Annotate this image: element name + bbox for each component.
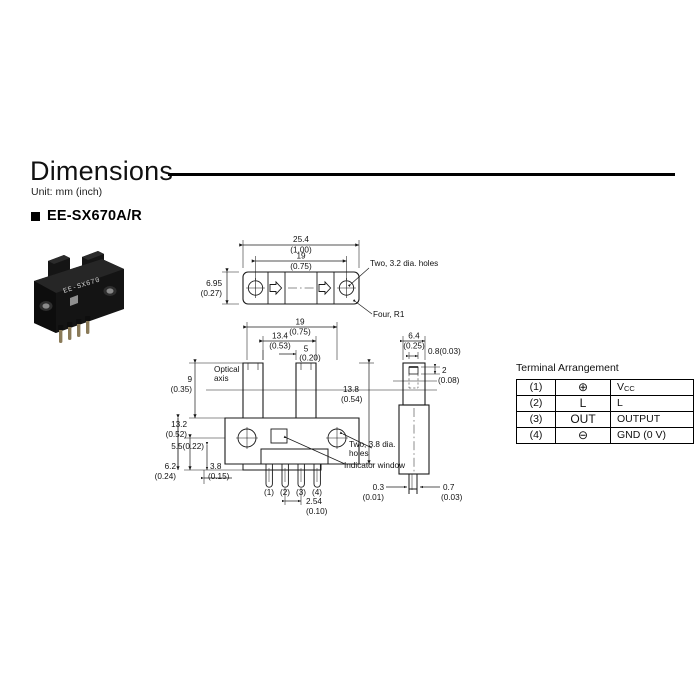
dim-13-8-mm: 13.8 — [343, 385, 359, 394]
terminal-arrangement: Terminal Arrangement (1) ⊕ VCC (2) L L (3) OUT O… — [516, 362, 694, 444]
dim-6-95-inch: (0.27) — [201, 289, 223, 298]
terminal-number: (1) — [516, 379, 556, 396]
side-view: 6.4 (0.25) 0.8(0.03) 2 (0.08) 0.3 (0.01)… — [363, 332, 463, 503]
front-view: (1) (2) (3) (4) 19 (0.75) 13.4 (0.53) 5 … — [155, 318, 437, 516]
note-optical-axis-line2: axis — [214, 374, 229, 383]
dim-19-mm: 19 — [296, 252, 306, 261]
terminal-name: GND (0 V) — [610, 427, 694, 444]
terminal-name: L — [610, 395, 694, 412]
dim-5-inch: (0.20) — [299, 354, 321, 363]
out-text: OUT — [555, 411, 611, 428]
dim-3-8-inch: (0.15) — [208, 472, 230, 481]
terminal-symbol-glyph: OUT — [570, 411, 596, 426]
terminal-name-base: V — [617, 380, 625, 393]
dim-0-3-inch: (0.01) — [363, 493, 385, 502]
pin-label-4: (4) — [312, 488, 322, 497]
dim-6-2-inch: (0.24) — [155, 472, 177, 481]
note-holes-3-8-line2: holes — [349, 449, 369, 458]
dim-0-8: 0.8(0.03) — [428, 347, 461, 356]
dim-13-4-inch: (0.53) — [269, 342, 291, 351]
sensor-body-illustration: EE-SX670 — [34, 251, 124, 343]
dim-13-2-inch: (0.52) — [166, 430, 188, 439]
dim-5-mm: 5 — [304, 345, 309, 354]
terminal-symbol-glyph: ⊕ — [577, 379, 589, 394]
page-title: Dimensions — [30, 156, 174, 186]
terminal-row: (3) OUT OUTPUT — [516, 411, 694, 428]
terminal-symbol-glyph: L — [579, 395, 587, 410]
note-four-r1: Four, R1 — [373, 310, 405, 319]
model-label: EE-SX670A/R — [47, 208, 142, 224]
terminal-name: OUTPUT — [610, 411, 694, 428]
dim-3-8-mm: 3.8 — [210, 462, 222, 471]
note-holes-3-2: Two, 3.2 dia. holes — [370, 259, 438, 268]
filled-square-icon — [31, 211, 40, 221]
model-heading: EE-SX670A/R — [31, 208, 142, 224]
terminal-symbol-glyph: ⊖ — [577, 427, 589, 442]
dim-25-4-mm: 25.4 — [293, 235, 309, 244]
dim-front-19-inch: (0.75) — [289, 328, 311, 337]
terminal-name-base: L — [617, 397, 623, 409]
dim-front-19-mm: 19 — [295, 318, 305, 327]
terminal-name-subscript: CC — [624, 383, 635, 393]
terminal-number: (2) — [516, 395, 556, 412]
note-optical-axis-line1: Optical — [214, 365, 240, 374]
dim-5-5: 5.5(0.22) — [171, 442, 204, 451]
dim-2-mm: 2 — [442, 366, 447, 375]
dim-2-54-inch: (0.10) — [306, 507, 328, 516]
terminal-name: VCC — [610, 379, 694, 396]
dim-6-4-inch: (0.25) — [403, 342, 425, 351]
terminal-table: (1) ⊕ VCC (2) L L (3) OUT OUTPUT (4) ⊖ GND (0 V) — [516, 379, 694, 444]
terminal-number: (3) — [516, 411, 556, 428]
dim-25-4-inch: (1.00) — [290, 246, 312, 255]
terminal-arrangement-title: Terminal Arrangement — [516, 362, 619, 374]
dim-6-2-mm: 6.2 — [165, 462, 177, 471]
note-indicator-window: Indicator window — [344, 461, 405, 470]
dim-2-54-mm: 2.54 — [306, 497, 322, 506]
terminal-number: (4) — [516, 427, 556, 444]
dim-13-4-mm: 13.4 — [272, 332, 288, 341]
pin-label-1: (1) — [264, 488, 274, 497]
terminal-row: (2) L L — [516, 395, 694, 412]
product-photo: EE-SX670 — [26, 243, 132, 347]
ground-circle-icon: ⊖ — [555, 427, 611, 444]
terminal-row: (1) ⊕ VCC — [516, 379, 694, 396]
dim-6-4-mm: 6.4 — [408, 332, 420, 341]
note-holes-3-8-line1: Two, 3.8 dia. — [349, 440, 395, 449]
unit-note: Unit: mm (inch) — [31, 186, 103, 198]
dim-19-inch: (0.75) — [290, 262, 312, 271]
top-view: 25.4 (1.00) 19 (0.75) 6.95 (0.27) Two, 3… — [201, 235, 439, 319]
title-rule — [168, 173, 675, 176]
terminal-name-base: OUTPUT — [617, 413, 661, 425]
dim-2-inch: (0.08) — [438, 376, 460, 385]
terminal-name-base: GND (0 V) — [617, 429, 667, 441]
dim-9-inch: (0.35) — [171, 385, 193, 394]
dim-13-8-inch: (0.54) — [341, 395, 363, 404]
plus-circle-icon: ⊕ — [555, 379, 611, 396]
dim-6-95-mm: 6.95 — [206, 279, 222, 288]
dim-9-mm: 9 — [187, 375, 192, 384]
dim-0-7-inch: (0.03) — [441, 493, 463, 502]
dim-0-3-mm: 0.3 — [373, 483, 385, 492]
dim-13-2-mm: 13.2 — [171, 420, 187, 429]
dim-0-7-mm: 0.7 — [443, 483, 455, 492]
terminal-row: (4) ⊖ GND (0 V) — [516, 427, 694, 444]
letter-l: L — [555, 395, 611, 412]
